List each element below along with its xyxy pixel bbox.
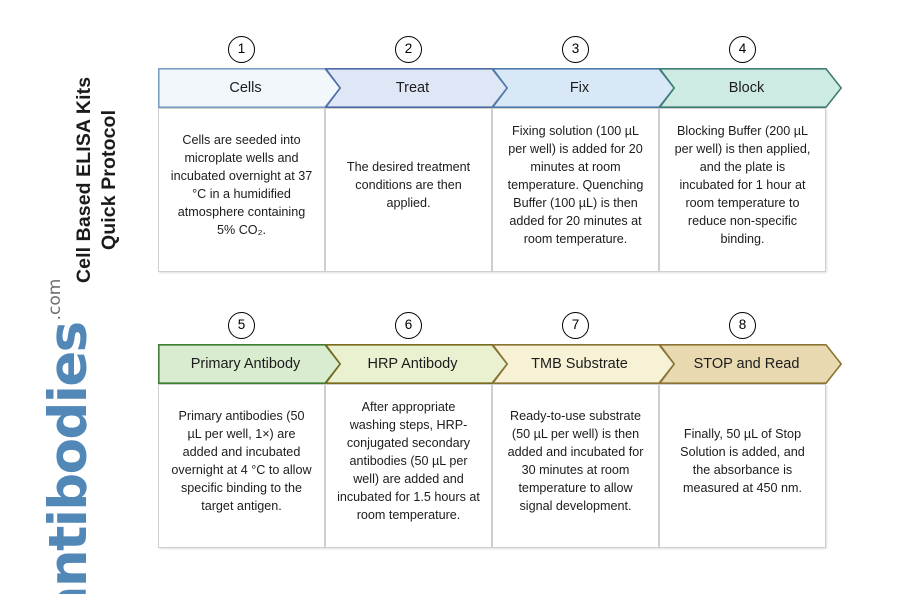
step-badges-row-1: 1 2 3 4 (158, 36, 848, 68)
step-chevron-5[interactable]: Primary Antibody (158, 344, 341, 384)
step-label-3: Fix (569, 80, 590, 96)
flow-row-1: 1 2 3 4 Cells Treat Fix Block Cells are seeded… (158, 36, 848, 272)
step-chevron-3[interactable]: Fix (492, 68, 675, 108)
step-description-text-1: Cells are seeded into microplate wells a… (170, 133, 313, 237)
step-chevron-4[interactable]: Block (659, 68, 842, 108)
step-description-text-4: Blocking Buffer (200 µL per well) is the… (674, 124, 811, 246)
step-chevron-8[interactable]: STOP and Read (659, 344, 842, 384)
step-chevron-2[interactable]: Treat (325, 68, 508, 108)
antibodies-logo: antibodies .com (38, 279, 112, 594)
step-number-badge-7: 7 (562, 312, 589, 339)
step-number-badge-8: 8 (729, 312, 756, 339)
step-chevron-1[interactable]: Cells (158, 68, 341, 108)
step-label-5: Primary Antibody (190, 356, 301, 372)
step-number-badge-3: 3 (562, 36, 589, 63)
step-description-text-6: After appropriate washing steps, HRP-con… (337, 400, 480, 522)
step-chevrons-row-1: Cells Treat Fix Block (158, 68, 848, 108)
step-description-box-6: After appropriate washing steps, HRP-con… (325, 384, 492, 548)
step-descriptions-row-2: Primary antibodies (50 µL per well, 1×) … (158, 384, 848, 548)
step-number-badge-2: 2 (395, 36, 422, 63)
page-title: Cell Based ELISA Kits Quick Protocol (73, 76, 120, 284)
step-description-box-2: The desired treatment conditions are the… (325, 108, 492, 272)
step-label-2: Treat (395, 80, 430, 96)
step-description-text-5: Primary antibodies (50 µL per well, 1×) … (171, 409, 312, 513)
step-label-7: TMB Substrate (531, 356, 628, 372)
step-chevron-7[interactable]: TMB Substrate (492, 344, 675, 384)
step-description-text-8: Finally, 50 µL of Stop Solution is added… (680, 427, 805, 495)
step-description-text-3: Fixing solution (100 µL per well) is add… (507, 124, 644, 246)
step-description-box-4: Blocking Buffer (200 µL per well) is the… (659, 108, 826, 272)
step-description-box-5: Primary antibodies (50 µL per well, 1×) … (158, 384, 325, 548)
step-chevrons-row-2: Primary Antibody HRP Antibody TMB Substrat… (158, 344, 848, 384)
step-description-box-1: Cells are seeded into microplate wells a… (158, 108, 325, 272)
step-description-box-3: Fixing solution (100 µL per well) is add… (492, 108, 659, 272)
step-number-badge-4: 4 (729, 36, 756, 63)
flow-row-2: 5 6 7 8 Primary Antibody HRP Antibody TMB Sub… (158, 312, 848, 548)
step-chevron-6[interactable]: HRP Antibody (325, 344, 508, 384)
step-description-text-7: Ready-to-use substrate (50 µL per well) … (507, 409, 644, 513)
step-label-1: Cells (229, 80, 262, 96)
step-description-box-8: Finally, 50 µL of Stop Solution is added… (659, 384, 826, 548)
step-label-8: STOP and Read (693, 356, 800, 372)
chevron-shape (659, 344, 842, 384)
step-number-badge-1: 1 (228, 36, 255, 63)
logo-tld: .com (45, 278, 65, 321)
chevron-shape (659, 68, 842, 108)
logo-wordmark: antibodies (38, 322, 99, 594)
step-badges-row-2: 5 6 7 8 (158, 312, 848, 344)
step-description-box-7: Ready-to-use substrate (50 µL per well) … (492, 384, 659, 548)
step-description-text-2: The desired treatment conditions are the… (346, 160, 471, 210)
step-label-6: HRP Antibody (367, 356, 458, 372)
step-number-badge-6: 6 (395, 312, 422, 339)
step-label-4: Block (728, 80, 765, 96)
step-descriptions-row-1: Cells are seeded into microplate wells a… (158, 108, 848, 272)
step-number-badge-5: 5 (228, 312, 255, 339)
